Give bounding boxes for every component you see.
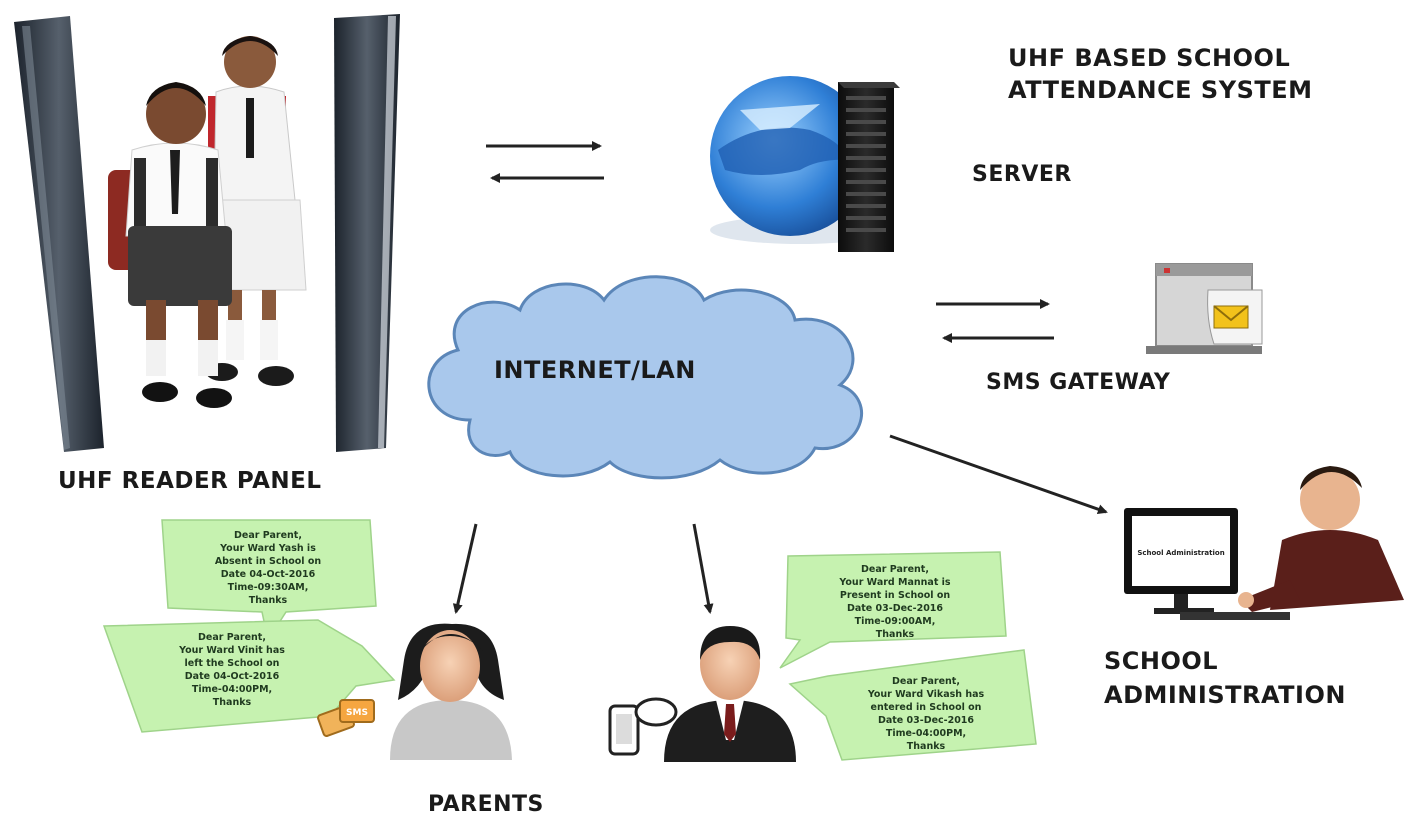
father-avatar-icon: [664, 626, 796, 762]
title-line-2: ATTENDANCE SYSTEM: [1008, 76, 1313, 104]
bubble-line: Time-04:00PM,: [886, 728, 966, 739]
bubble-line: entered in School on: [871, 702, 982, 713]
mobile-phone-icon: [608, 697, 678, 756]
bubble-line: Time-09:00AM,: [855, 616, 936, 627]
bubble-father-entered: Dear Parent, Your Ward Vikash has entere…: [788, 649, 1037, 761]
bubble-line: Time-04:00PM,: [192, 684, 272, 695]
bubble-line: Your Ward Mannat is: [838, 577, 951, 588]
bubble-line: Your Ward Vikash has: [867, 689, 985, 700]
bubble-line: Time-09:30AM,: [228, 582, 309, 593]
bubble-line: Your Ward Yash is: [219, 543, 316, 554]
bubble-line: Date 04-Oct-2016: [185, 671, 280, 682]
school-admin-label: SCHOOL ADMINISTRATION: [1104, 644, 1346, 712]
cloud-admin-arrow: [889, 434, 1108, 515]
reader-panel-label: UHF READER PANEL: [58, 468, 322, 494]
title-line-1: UHF BASED SCHOOL: [1008, 44, 1291, 72]
bubble-line: Thanks: [876, 629, 915, 640]
page-title: UHF BASED SCHOOL ATTENDANCE SYSTEM: [1008, 42, 1313, 106]
bubble-line: Date 03-Dec-2016: [878, 715, 974, 726]
bubble-line: Dear Parent,: [234, 530, 302, 541]
cloud-icon: [427, 275, 864, 480]
bubble-father-present: Dear Parent, Your Ward Mannat is Present…: [779, 551, 1007, 669]
bubble-line: left the School on: [185, 658, 280, 669]
bubble-line: Dear Parent,: [198, 632, 266, 643]
network-label: INTERNET/LAN: [494, 356, 696, 384]
bubble-line: Present in School on: [840, 590, 951, 601]
bubble-line: Date 03-Dec-2016: [847, 603, 943, 614]
svg-text:SMS: SMS: [346, 708, 368, 718]
sms-phone-icon: SMS: [317, 699, 375, 737]
students-photo: [108, 36, 307, 408]
bubble-line: Date 04-Oct-2016: [221, 569, 316, 580]
reader-server-arrows: [486, 141, 604, 183]
bubble-line: Dear Parent,: [892, 676, 960, 687]
parents-label: PARENTS: [428, 792, 544, 817]
bubble-line: Absent in School on: [215, 556, 322, 567]
server-label: SERVER: [972, 162, 1072, 187]
sms-gateway-arrows: [936, 299, 1054, 343]
sms-gateway-label: SMS GATEWAY: [986, 370, 1171, 395]
bubble-line: Thanks: [249, 595, 288, 606]
cloud-parents-arrows: [452, 523, 714, 614]
uhf-gate-icon: [14, 14, 400, 452]
computer-user-icon: School Administration: [1124, 466, 1404, 620]
server-globe-icon: [710, 76, 900, 252]
bubble-line: Dear Parent,: [861, 564, 929, 575]
bubble-line: Your Ward Vinit has: [178, 645, 285, 656]
school-admin-line-2: ADMINISTRATION: [1104, 681, 1346, 709]
school-admin-line-1: SCHOOL: [1104, 647, 1219, 675]
admin-screen-text: School Administration: [1137, 549, 1224, 557]
bubble-mother-left: Dear Parent, Your Ward Vinit has left th…: [102, 619, 396, 733]
mother-avatar-icon: [390, 623, 512, 760]
bubble-line: Thanks: [907, 741, 946, 752]
bubble-line: Thanks: [213, 697, 252, 708]
sms-gateway-icon: [1146, 263, 1263, 354]
